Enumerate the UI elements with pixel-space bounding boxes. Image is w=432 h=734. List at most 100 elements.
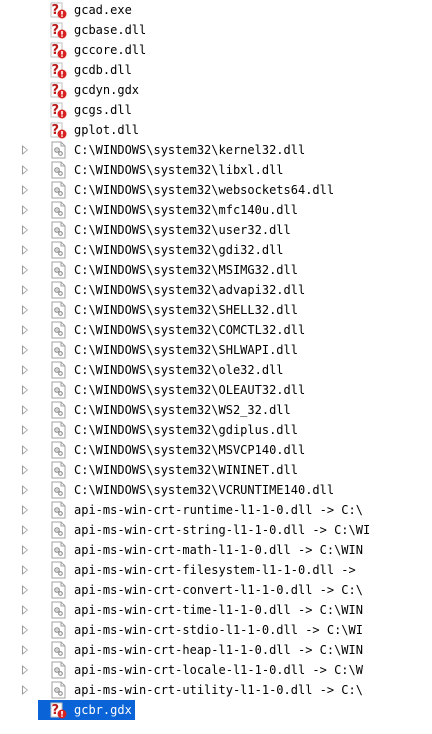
tree-item[interactable]: api-ms-win-crt-heap-l1-1-0.dll -> C:\WIN bbox=[0, 640, 432, 660]
expand-arrow-icon[interactable] bbox=[22, 625, 28, 635]
missing-module-icon: ? bbox=[50, 81, 67, 99]
tree-item[interactable]: ? gcad.exe bbox=[0, 0, 432, 20]
tree-item[interactable]: C:\WINDOWS\system32\WININET.dll bbox=[0, 460, 432, 480]
tree-item[interactable]: C:\WINDOWS\system32\user32.dll bbox=[0, 220, 432, 240]
tree-item-label: gplot.dll bbox=[74, 123, 140, 137]
tree-item[interactable]: ? gccore.dll bbox=[0, 40, 432, 60]
tree-item-label: api-ms-win-crt-filesystem-l1-1-0.dll -> bbox=[74, 563, 356, 577]
expand-arrow-icon[interactable] bbox=[22, 145, 28, 155]
tree-item[interactable]: api-ms-win-crt-locale-l1-1-0.dll -> C:\W bbox=[0, 660, 432, 680]
tree-item-label: gcgs.dll bbox=[74, 103, 132, 117]
expand-arrow-icon[interactable] bbox=[22, 425, 28, 435]
module-icon bbox=[50, 521, 67, 539]
svg-text:?: ? bbox=[52, 703, 60, 718]
module-icon bbox=[50, 641, 67, 659]
module-icon bbox=[50, 561, 67, 579]
module-icon bbox=[50, 221, 67, 239]
expand-arrow-icon[interactable] bbox=[22, 685, 28, 695]
expand-arrow-icon[interactable] bbox=[22, 565, 28, 575]
tree-item[interactable]: ? gcbr.gdx bbox=[0, 700, 432, 720]
svg-text:?: ? bbox=[52, 23, 60, 38]
tree-item[interactable]: api-ms-win-crt-stdio-l1-1-0.dll -> C:\WI bbox=[0, 620, 432, 640]
tree-item-label: api-ms-win-crt-heap-l1-1-0.dll -> C:\WIN bbox=[74, 643, 363, 657]
tree-item-label: C:\WINDOWS\system32\WS2_32.dll bbox=[74, 403, 291, 417]
tree-item[interactable]: ? gcdb.dll bbox=[0, 60, 432, 80]
tree-item-label: gccore.dll bbox=[74, 43, 147, 57]
expand-arrow-icon[interactable] bbox=[22, 605, 28, 615]
tree-item[interactable]: C:\WINDOWS\system32\ole32.dll bbox=[0, 360, 432, 380]
tree-item-label: C:\WINDOWS\system32\ole32.dll bbox=[74, 363, 284, 377]
module-icon bbox=[50, 181, 67, 199]
tree-item[interactable]: C:\WINDOWS\system32\libxl.dll bbox=[0, 160, 432, 180]
tree-item[interactable]: api-ms-win-crt-math-l1-1-0.dll -> C:\WIN bbox=[0, 540, 432, 560]
module-icon bbox=[50, 601, 67, 619]
tree-item[interactable]: C:\WINDOWS\system32\COMCTL32.dll bbox=[0, 320, 432, 340]
module-icon bbox=[50, 621, 67, 639]
module-icon bbox=[50, 681, 67, 699]
tree-item[interactable]: C:\WINDOWS\system32\WS2_32.dll bbox=[0, 400, 432, 420]
tree-item-label: api-ms-win-crt-locale-l1-1-0.dll -> C:\W bbox=[74, 663, 363, 677]
expand-arrow-icon[interactable] bbox=[22, 405, 28, 415]
expand-arrow-icon[interactable] bbox=[22, 365, 28, 375]
tree-item[interactable]: C:\WINDOWS\system32\SHELL32.dll bbox=[0, 300, 432, 320]
tree-item[interactable]: C:\WINDOWS\system32\SHLWAPI.dll bbox=[0, 340, 432, 360]
expand-arrow-icon[interactable] bbox=[22, 465, 28, 475]
tree-item-label: C:\WINDOWS\system32\websockets64.dll bbox=[74, 183, 335, 197]
expand-arrow-icon[interactable] bbox=[22, 545, 28, 555]
expand-arrow-icon[interactable] bbox=[22, 445, 28, 455]
module-icon bbox=[50, 421, 67, 439]
module-icon bbox=[50, 261, 67, 279]
module-icon bbox=[50, 661, 67, 679]
expand-arrow-icon[interactable] bbox=[22, 245, 28, 255]
tree-item[interactable]: api-ms-win-crt-filesystem-l1-1-0.dll -> bbox=[0, 560, 432, 580]
expand-arrow-icon[interactable] bbox=[22, 205, 28, 215]
tree-item[interactable]: C:\WINDOWS\system32\MSVCP140.dll bbox=[0, 440, 432, 460]
tree-item-label: C:\WINDOWS\system32\WININET.dll bbox=[74, 463, 298, 477]
tree-item-label: C:\WINDOWS\system32\mfc140u.dll bbox=[74, 203, 298, 217]
missing-module-icon: ? bbox=[50, 41, 67, 59]
tree-item[interactable]: ? gcdyn.gdx bbox=[0, 80, 432, 100]
tree-item[interactable]: api-ms-win-crt-time-l1-1-0.dll -> C:\WIN bbox=[0, 600, 432, 620]
module-icon bbox=[50, 141, 67, 159]
tree-item[interactable]: C:\WINDOWS\system32\gdi32.dll bbox=[0, 240, 432, 260]
expand-arrow-icon[interactable] bbox=[22, 305, 28, 315]
tree-item[interactable]: C:\WINDOWS\system32\VCRUNTIME140.dll bbox=[0, 480, 432, 500]
expand-arrow-icon[interactable] bbox=[22, 585, 28, 595]
expand-arrow-icon[interactable] bbox=[22, 385, 28, 395]
expand-arrow-icon[interactable] bbox=[22, 485, 28, 495]
tree-item[interactable]: C:\WINDOWS\system32\mfc140u.dll bbox=[0, 200, 432, 220]
tree-item-label: api-ms-win-crt-time-l1-1-0.dll -> C:\WIN bbox=[74, 603, 363, 617]
missing-module-icon: ? bbox=[50, 101, 67, 119]
module-icon bbox=[50, 581, 67, 599]
expand-arrow-icon[interactable] bbox=[22, 345, 28, 355]
tree-item[interactable]: C:\WINDOWS\system32\gdiplus.dll bbox=[0, 420, 432, 440]
expand-arrow-icon[interactable] bbox=[22, 285, 28, 295]
module-icon bbox=[50, 501, 67, 519]
tree-item[interactable]: ? gcbase.dll bbox=[0, 20, 432, 40]
svg-text:?: ? bbox=[52, 63, 60, 78]
tree-item[interactable]: api-ms-win-crt-string-l1-1-0.dll -> C:\W… bbox=[0, 520, 432, 540]
svg-text:?: ? bbox=[52, 123, 60, 138]
expand-arrow-icon[interactable] bbox=[22, 645, 28, 655]
module-icon bbox=[50, 381, 67, 399]
expand-arrow-icon[interactable] bbox=[22, 325, 28, 335]
expand-arrow-icon[interactable] bbox=[22, 185, 28, 195]
tree-item[interactable]: api-ms-win-crt-utility-l1-1-0.dll -> C:\ bbox=[0, 680, 432, 700]
expand-arrow-icon[interactable] bbox=[22, 165, 28, 175]
expand-arrow-icon[interactable] bbox=[22, 505, 28, 515]
expand-arrow-icon[interactable] bbox=[22, 525, 28, 535]
expand-arrow-icon[interactable] bbox=[22, 665, 28, 675]
tree-item[interactable]: C:\WINDOWS\system32\advapi32.dll bbox=[0, 280, 432, 300]
expand-arrow-icon[interactable] bbox=[22, 265, 28, 275]
tree-item[interactable]: C:\WINDOWS\system32\kernel32.dll bbox=[0, 140, 432, 160]
tree-item[interactable]: api-ms-win-crt-runtime-l1-1-0.dll -> C:\ bbox=[0, 500, 432, 520]
tree-item[interactable]: C:\WINDOWS\system32\OLEAUT32.dll bbox=[0, 380, 432, 400]
tree-item[interactable]: ? gplot.dll bbox=[0, 120, 432, 140]
tree-item[interactable]: C:\WINDOWS\system32\websockets64.dll bbox=[0, 180, 432, 200]
tree-item[interactable]: api-ms-win-crt-convert-l1-1-0.dll -> C:\ bbox=[0, 580, 432, 600]
tree-item[interactable]: ? gcgs.dll bbox=[0, 100, 432, 120]
tree-item[interactable]: C:\WINDOWS\system32\MSIMG32.dll bbox=[0, 260, 432, 280]
tree-item-label: api-ms-win-crt-utility-l1-1-0.dll -> C:\ bbox=[74, 683, 363, 697]
expand-arrow-icon[interactable] bbox=[22, 225, 28, 235]
